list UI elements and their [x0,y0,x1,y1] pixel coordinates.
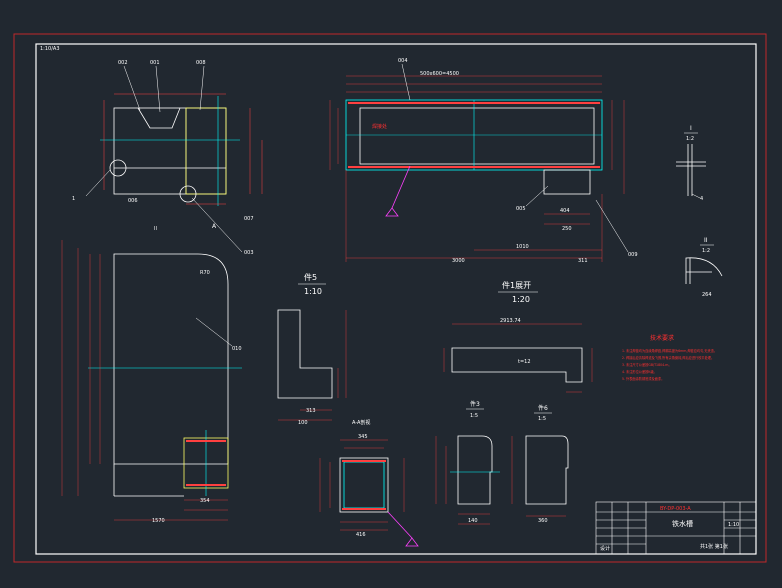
dim-140: 140 [468,518,478,524]
tech-note-2: 2. 焊接后应清除焊渣及飞溅,所有尖角倒钝,焊后应进行校平处理。 [622,355,714,360]
weld-symbol-1 [385,165,411,217]
tech-note-1: 1. 未注焊缝均为连续角焊缝,焊脚高度为6mm,焊缝应均匀,无夹渣。 [622,348,717,353]
label-p004: 004 [398,58,408,64]
title-scale: 1:10 [728,522,739,528]
dims-trough [329,75,625,262]
view-large-left [113,253,229,497]
part5-title: 件5 [304,272,317,282]
aa-title: A-A剖视 [352,419,370,426]
dim-313: 313 [306,408,316,414]
part1-title: 件1展开 [502,280,531,290]
label-p006: 006 [128,198,138,204]
dim-1010: 1010 [516,244,529,250]
label-p003: 003 [244,250,254,256]
outer-border [13,33,767,563]
label-p007: 007 [244,216,254,222]
label-p002: 002 [118,60,128,66]
tech-note-3: 3. 未注尺寸公差按GB/T1804-m。 [622,362,672,367]
label-p008: 008 [196,60,206,66]
view-part6 [525,435,569,505]
dim-top-overall: 500x600=4500 [420,71,459,77]
dim-354: 354 [200,498,210,504]
corner-text: 1:10/A3 [40,46,60,52]
part3-title: 件3 [470,400,480,408]
label-p001: 001 [150,60,160,66]
label-p010: 010 [232,346,242,352]
dim-1570: 1570 [152,518,165,524]
detail1-scale: 1:2 [686,136,694,142]
dim-404: 404 [560,208,570,214]
view-part1 [451,347,583,383]
tech-notes: 1. 未注焊缝均为连续角焊缝,焊脚高度为6mm,焊缝应均匀,无夹渣。 2. 焊接… [622,348,717,381]
section-mark-a: A [212,223,217,230]
title-sheet: 共1张 第1张 [700,543,728,550]
note-weld: 焊接处 [372,123,387,130]
section-mark-ii: II [154,226,157,232]
dim-416: 416 [356,532,366,538]
dim-4: 4 [700,196,703,202]
label-p005: 005 [516,206,526,212]
title-designer: 设计 [600,545,610,552]
balloon-1: 1 [72,196,75,202]
title-part-name: 铁水槽 [672,519,693,528]
part5-scale: 1:10 [304,287,322,296]
tech-note-5: 5. 外表面涂防锈底漆及面漆。 [622,376,664,381]
title-block [595,501,757,555]
dim-100: 100 [298,420,308,426]
part6-scale: 1:5 [538,416,546,422]
detail2-scale: 1:2 [702,248,710,254]
dims-large-left [61,240,228,521]
title-drawing-no: BY-DP-003-A [660,506,691,512]
dim-264: 264 [702,292,712,298]
part1-scale: 1:20 [512,295,530,304]
view-top-left [109,107,227,203]
dim-3000: 3000 [452,258,465,264]
tech-note-4: 4. 未注形位公差按K级。 [622,369,657,374]
view-trough [345,99,603,195]
view-aa [339,457,389,513]
view-part5 [277,309,333,399]
t-mark-p1: t=12 [518,359,531,365]
dim-250: 250 [562,226,572,232]
dims-top-left [103,93,263,205]
dim-2913: 2913.74 [500,318,521,324]
radius-note: R70 [200,270,210,276]
detail2-title: II [704,237,708,244]
inner-border [35,43,757,555]
part3-scale: 1:5 [470,413,478,419]
view-detail2 [685,257,723,284]
weld-symbol-2 [387,511,419,547]
part6-title: 件6 [538,404,548,412]
tech-notes-title: 技术要求 [650,334,674,342]
dim-311: 311 [578,258,588,264]
detail1-title: I [690,125,692,132]
view-detail1 [676,144,706,196]
dim-345: 345 [358,434,368,440]
label-p009: 009 [628,252,638,258]
view-part3 [457,435,493,505]
dim-360: 360 [538,518,548,524]
